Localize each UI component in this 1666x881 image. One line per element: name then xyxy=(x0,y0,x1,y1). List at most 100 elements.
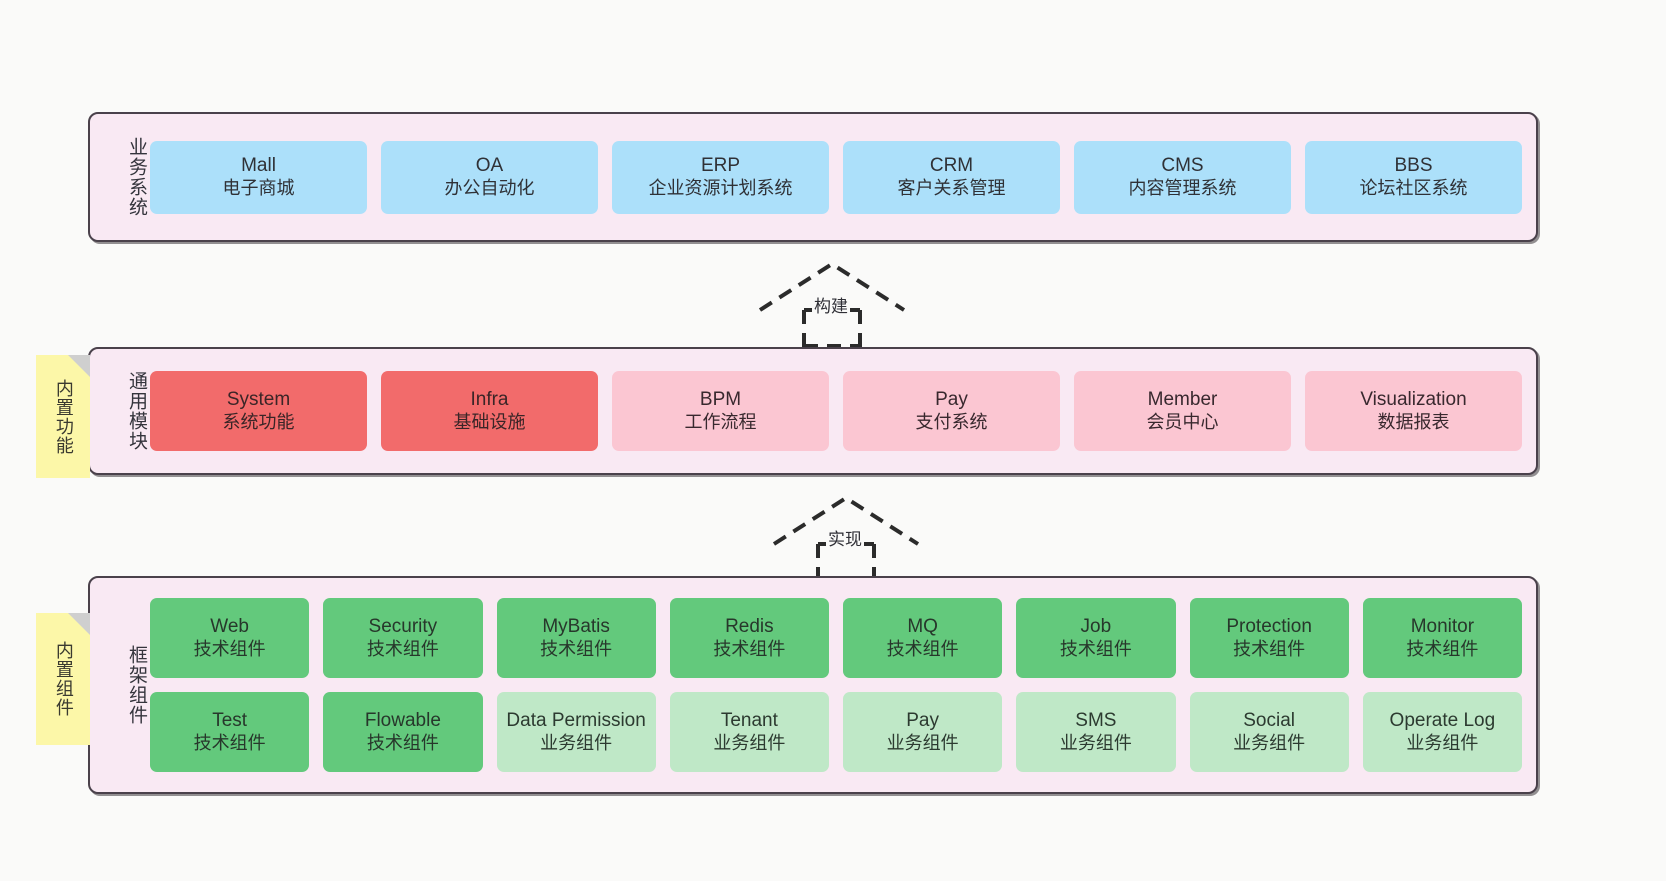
node-protection-subtitle: 技术组件 xyxy=(1233,638,1306,659)
node-job[interactable]: Job 技术组件 xyxy=(1016,598,1176,678)
node-data-permission-title: Data Permission xyxy=(506,710,646,732)
node-data-permission-subtitle: 业务组件 xyxy=(540,732,613,753)
node-system-title: System xyxy=(226,389,291,411)
node-cms-title: CMS xyxy=(1161,155,1204,177)
node-social-title: Social xyxy=(1243,710,1295,732)
node-mybatis-subtitle: 技术组件 xyxy=(540,638,613,659)
node-sms-subtitle: 业务组件 xyxy=(1059,732,1132,753)
node-web-subtitle: 技术组件 xyxy=(193,638,266,659)
node-erp-subtitle: 企业资源计划系统 xyxy=(648,177,793,198)
node-erp[interactable]: ERP 企业资源计划系统 xyxy=(612,140,829,214)
node-row: System 系统功能 Infra 基础设施 BPM 工作流程 Pay 支付系统… xyxy=(150,371,1522,451)
node-bbs[interactable]: BBS 论坛社区系统 xyxy=(1305,140,1522,214)
node-system-subtitle: 系统功能 xyxy=(222,411,295,432)
node-crm-subtitle: 客户关系管理 xyxy=(897,177,1006,198)
node-row: Web 技术组件 Security 技术组件 MyBatis 技术组件 Redi… xyxy=(150,598,1522,678)
node-pay-component-subtitle: 业务组件 xyxy=(886,732,959,753)
node-crm-title: CRM xyxy=(929,155,974,177)
node-infra-title: Infra xyxy=(470,389,509,411)
node-security-title: Security xyxy=(368,616,438,638)
node-infra-subtitle: 基础设施 xyxy=(453,411,526,432)
node-bpm-subtitle: 工作流程 xyxy=(684,411,757,432)
node-system[interactable]: System 系统功能 xyxy=(150,371,367,451)
node-mq-subtitle: 技术组件 xyxy=(886,638,959,659)
arrow-implement-label: 实现 xyxy=(826,525,864,550)
node-infra[interactable]: Infra 基础设施 xyxy=(381,371,598,451)
node-monitor-subtitle: 技术组件 xyxy=(1406,638,1479,659)
node-mybatis-title: MyBatis xyxy=(542,616,610,638)
node-security-subtitle: 技术组件 xyxy=(366,638,439,659)
node-data-permission[interactable]: Data Permission 业务组件 xyxy=(496,692,656,772)
node-mall-subtitle: 电子商城 xyxy=(222,177,295,198)
node-flowable[interactable]: Flowable 技术组件 xyxy=(323,692,483,772)
node-mybatis[interactable]: MyBatis 技术组件 xyxy=(496,598,656,678)
node-flowable-title: Flowable xyxy=(364,710,441,732)
node-redis-title: Redis xyxy=(725,616,774,638)
note-fold-corner-icon xyxy=(68,355,90,377)
node-job-subtitle: 技术组件 xyxy=(1059,638,1132,659)
node-visualization[interactable]: Visualization 数据报表 xyxy=(1305,371,1522,451)
layer-common-modules: 通用模块 System 系统功能 Infra 基础设施 BPM 工作流程 Pay… xyxy=(88,347,1538,475)
node-social[interactable]: Social 业务组件 xyxy=(1189,692,1349,772)
node-operate-log-subtitle: 业务组件 xyxy=(1406,732,1479,753)
node-oa-subtitle: 办公自动化 xyxy=(444,177,535,198)
node-redis-subtitle: 技术组件 xyxy=(713,638,786,659)
node-bbs-subtitle: 论坛社区系统 xyxy=(1359,177,1468,198)
node-flowable-subtitle: 技术组件 xyxy=(366,732,439,753)
node-protection-title: Protection xyxy=(1226,616,1312,638)
node-crm[interactable]: CRM 客户关系管理 xyxy=(843,140,1060,214)
node-test-title: Test xyxy=(212,710,248,732)
layer-framework-components-label: 框架组件 xyxy=(126,645,147,725)
node-sms[interactable]: SMS 业务组件 xyxy=(1016,692,1176,772)
layer-common-modules-label: 通用模块 xyxy=(126,371,147,451)
node-mall-title: Mall xyxy=(241,155,276,177)
node-operate-log[interactable]: Operate Log 业务组件 xyxy=(1362,692,1522,772)
node-monitor-title: Monitor xyxy=(1410,616,1475,638)
node-mall[interactable]: Mall 电子商城 xyxy=(150,140,367,214)
node-pay-module[interactable]: Pay 支付系统 xyxy=(843,371,1060,451)
node-mq-title: MQ xyxy=(907,616,938,638)
node-operate-log-title: Operate Log xyxy=(1389,710,1496,732)
node-tenant-title: Tenant xyxy=(720,710,778,732)
node-pay-module-title: Pay xyxy=(935,389,968,411)
node-mq[interactable]: MQ 技术组件 xyxy=(843,598,1003,678)
node-bpm[interactable]: BPM 工作流程 xyxy=(612,371,829,451)
node-pay-component[interactable]: Pay 业务组件 xyxy=(843,692,1003,772)
node-cms[interactable]: CMS 内容管理系统 xyxy=(1074,140,1291,214)
node-sms-title: SMS xyxy=(1075,710,1117,732)
note-builtin-function-label: 内置功能 xyxy=(53,378,74,455)
node-row: Mall 电子商城 OA 办公自动化 ERP 企业资源计划系统 CRM 客户关系… xyxy=(150,140,1522,214)
layer-business-systems-label: 业务系统 xyxy=(126,137,147,217)
node-bbs-title: BBS xyxy=(1394,155,1433,177)
node-test-subtitle: 技术组件 xyxy=(193,732,266,753)
node-test[interactable]: Test 技术组件 xyxy=(150,692,310,772)
note-fold-corner-icon xyxy=(68,613,90,635)
node-member[interactable]: Member 会员中心 xyxy=(1074,371,1291,451)
node-erp-title: ERP xyxy=(700,155,741,177)
node-oa-title: OA xyxy=(475,155,504,177)
node-member-title: Member xyxy=(1147,389,1218,411)
node-job-title: Job xyxy=(1080,616,1112,638)
layer-framework-components: 框架组件 Web 技术组件 Security 技术组件 MyBatis 技术组件… xyxy=(88,576,1538,794)
node-protection[interactable]: Protection 技术组件 xyxy=(1189,598,1349,678)
note-builtin-function: 内置功能 xyxy=(36,355,90,478)
node-bpm-title: BPM xyxy=(699,389,742,411)
node-pay-component-title: Pay xyxy=(906,710,939,732)
layer-framework-components-body: Web 技术组件 Security 技术组件 MyBatis 技术组件 Redi… xyxy=(146,578,1536,792)
node-web-title: Web xyxy=(210,616,249,638)
node-cms-subtitle: 内容管理系统 xyxy=(1128,177,1237,198)
node-security[interactable]: Security 技术组件 xyxy=(323,598,483,678)
node-redis[interactable]: Redis 技术组件 xyxy=(669,598,829,678)
note-builtin-component-label: 内置组件 xyxy=(53,641,74,717)
node-tenant[interactable]: Tenant 业务组件 xyxy=(669,692,829,772)
node-visualization-title: Visualization xyxy=(1360,389,1467,411)
node-monitor[interactable]: Monitor 技术组件 xyxy=(1362,598,1522,678)
layer-business-systems: 业务系统 Mall 电子商城 OA 办公自动化 ERP 企业资源计划系统 CRM… xyxy=(88,112,1538,242)
node-web[interactable]: Web 技术组件 xyxy=(150,598,310,678)
node-oa[interactable]: OA 办公自动化 xyxy=(381,140,598,214)
note-builtin-component: 内置组件 xyxy=(36,613,90,745)
layer-business-systems-body: Mall 电子商城 OA 办公自动化 ERP 企业资源计划系统 CRM 客户关系… xyxy=(146,114,1536,240)
node-social-subtitle: 业务组件 xyxy=(1233,732,1306,753)
node-tenant-subtitle: 业务组件 xyxy=(713,732,786,753)
